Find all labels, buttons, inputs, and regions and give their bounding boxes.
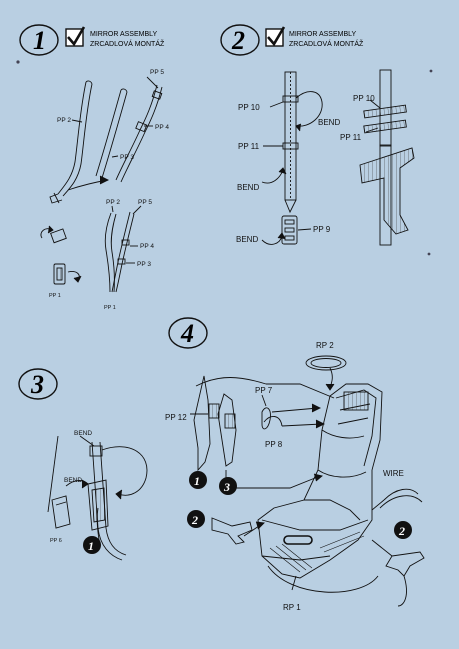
part-pp1 <box>53 263 66 285</box>
label-pp1: PP 1 <box>49 293 61 299</box>
label-pp2: PP 2 <box>57 117 71 124</box>
seat-handle <box>283 535 313 545</box>
step-4-header: 4 <box>168 317 208 349</box>
strap-pp12-left <box>193 375 211 472</box>
label-pp3: PP 3 <box>137 261 151 268</box>
checkbox-icon <box>265 28 284 47</box>
label-rp1: RP 1 <box>283 603 301 612</box>
buckle-pp4 <box>135 121 148 133</box>
step-4-badge <box>168 317 208 349</box>
checkmark-icon <box>267 26 286 47</box>
label-pp3: PP 3 <box>120 154 134 161</box>
registration-dot <box>429 69 433 73</box>
checkbox-icon <box>65 28 84 47</box>
label-bend: BEND <box>318 118 340 127</box>
step-2-header: 2 MIRROR ASSEMBLY ZRCADLOVÁ MONTÁŽ <box>220 24 364 56</box>
step-4-diagram <box>190 355 425 607</box>
step-2-badge <box>220 24 260 56</box>
step-3-header: 3 <box>18 368 58 400</box>
step-4-marker-2-right: 2 <box>394 521 412 539</box>
step-2-diagram <box>261 69 415 246</box>
label-pp8: PP 8 <box>265 440 283 449</box>
label-bend: BEND <box>64 477 82 484</box>
step-4-number: 4 <box>180 319 194 348</box>
checkmark-icon <box>67 26 86 47</box>
step-1-title-cz: ZRCADLOVÁ MONTÁŽ <box>90 39 165 48</box>
step-1-badge <box>19 24 59 56</box>
step-3-labels: BEND BEND PP 6 <box>50 430 92 544</box>
strap-pp2 <box>57 81 87 195</box>
label-wire: WIRE <box>383 469 404 478</box>
label-pp10: PP 10 <box>353 94 375 103</box>
step-4-marker-2-left: 2 <box>187 510 205 528</box>
registration-dot <box>427 252 431 256</box>
step-3-diagram <box>47 435 148 561</box>
buckle-pp9 <box>281 215 298 245</box>
buckle <box>89 445 103 457</box>
step-3-badge <box>18 368 58 400</box>
label-rp2: RP 2 <box>316 341 334 350</box>
wire <box>383 488 419 501</box>
step-1-title-en: MIRROR ASSEMBLY <box>90 31 157 38</box>
label-pp4: PP 4 <box>155 124 169 131</box>
part-pp8 <box>263 416 283 427</box>
strap-pp5 <box>115 84 158 181</box>
svg-text:3: 3 <box>223 480 230 494</box>
label-pp11: PP 11 <box>238 142 260 151</box>
step-3-number: 3 <box>30 370 44 399</box>
step-2-title-en: MIRROR ASSEMBLY <box>289 31 356 38</box>
step-2-title-cz: ZRCADLOVÁ MONTÁŽ <box>289 39 364 48</box>
part-rp2-ring <box>305 355 347 371</box>
crossbar-pp11 <box>363 119 407 134</box>
registration-dot <box>16 60 20 64</box>
step-1-number: 1 <box>33 26 46 55</box>
step-2-labels: PP 10 BEND PP 11 BEND BEND PP 9 PP 10 PP… <box>236 94 375 244</box>
bracket-left <box>211 517 253 545</box>
label-pp1: PP 1 <box>104 305 116 311</box>
part-pp1-clip <box>50 228 67 244</box>
label-pp7: PP 7 <box>255 386 273 395</box>
label-pp6: PP 6 <box>50 538 62 544</box>
buckle-pp5 <box>151 90 163 100</box>
label-bend: BEND <box>237 183 259 192</box>
step-4-marker-1: 1 <box>189 471 207 489</box>
label-pp5: PP 5 <box>150 69 164 76</box>
crossbar-pp10 <box>363 104 407 119</box>
step-4-marker-3: 3 <box>219 477 237 495</box>
label-pp10: PP 10 <box>238 103 260 112</box>
svg-text:1: 1 <box>194 474 200 488</box>
label-bend: BEND <box>74 430 92 437</box>
label-pp11: PP 11 <box>340 133 362 142</box>
label-pp9: PP 9 <box>313 225 331 234</box>
label-pp5: PP 5 <box>138 199 152 206</box>
svg-text:2: 2 <box>398 524 405 538</box>
svg-text:2: 2 <box>191 513 198 527</box>
step-1-header: 1 MIRROR ASSEMBLY ZRCADLOVÁ MONTÁŽ <box>19 24 165 56</box>
step-4-labels: RP 2 PP 7 PP 12 PP 8 WIRE RP 1 <box>165 341 404 612</box>
buckle-lower <box>87 479 109 531</box>
step-1-labels: PP 5 PP 2 PP 4 PP 3 PP 2 PP 5 PP 4 PP 3 … <box>49 69 169 311</box>
strap-assembly <box>359 147 415 235</box>
svg-text:1: 1 <box>88 539 94 553</box>
step-1-diagram <box>40 76 163 293</box>
bracket-right <box>385 551 425 577</box>
step-3-marker-1: 1 <box>83 536 101 554</box>
label-pp2: PP 2 <box>106 199 120 206</box>
label-bend: BEND <box>236 235 258 244</box>
part-pp7 <box>261 407 271 430</box>
step-2-number: 2 <box>231 26 245 55</box>
strap-pp3 <box>95 89 122 177</box>
ejection-seat <box>257 383 383 579</box>
label-pp12: PP 12 <box>165 413 187 422</box>
strap-pp12-right <box>217 393 237 467</box>
label-pp4: PP 4 <box>140 243 154 250</box>
